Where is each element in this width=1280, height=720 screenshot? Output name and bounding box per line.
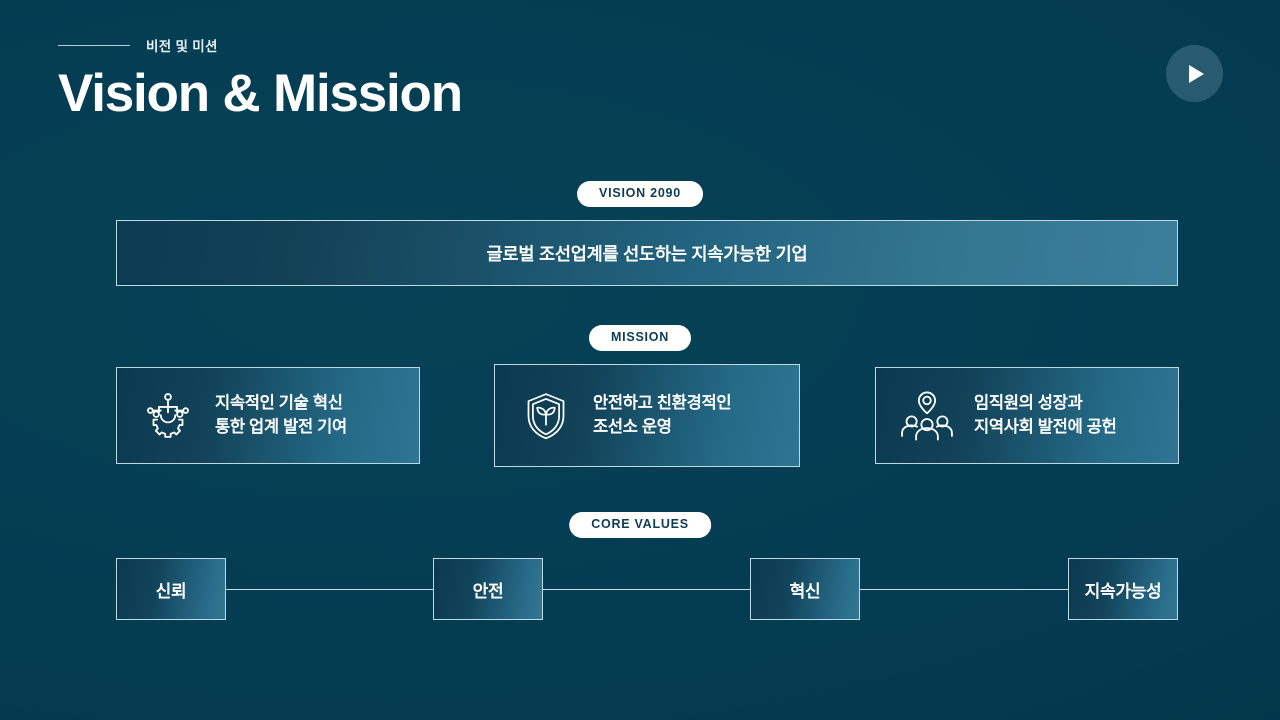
core-value-box[interactable]: 신뢰 — [116, 558, 226, 620]
core-value-box[interactable]: 혁신 — [750, 558, 860, 620]
play-button[interactable] — [1166, 45, 1223, 102]
slide-header: 비전 및 미션 Vision & Mission — [58, 36, 463, 123]
eyebrow-label: 비전 및 미션 — [146, 39, 218, 54]
mission-card[interactable]: 지속적인 기술 혁신 통한 업계 발전 기여 — [116, 367, 420, 464]
mission-card-text: 지속적인 기술 혁신 통한 업계 발전 기여 — [215, 394, 347, 436]
eyebrow-rule-divider — [58, 44, 130, 46]
eyebrow-row: 비전 및 미션 — [58, 36, 462, 54]
core-values-pill-label: CORE VALUES — [569, 512, 711, 538]
page-title: Vision & Mission — [58, 64, 463, 123]
core-values-row: 신뢰 안전 혁신 지속가능성 — [116, 558, 1178, 620]
mission-card-text: 임직원의 성장과 지역사회 발전에 공헌 — [974, 394, 1117, 436]
play-triangle-icon — [1189, 64, 1204, 83]
mission-card-text: 안전하고 친환경적인 조선소 운영 — [593, 394, 732, 436]
people-location-icon — [898, 387, 956, 445]
mission-card[interactable]: 안전하고 친환경적인 조선소 운영 — [494, 364, 800, 467]
core-value-label: 안전 — [472, 581, 504, 601]
shield-leaf-icon — [517, 387, 575, 445]
gear-circuit-icon — [139, 387, 197, 445]
core-value-label: 지속가능성 — [1084, 581, 1162, 601]
vision-pill-label: VISION 2090 — [577, 181, 703, 207]
vision-statement-banner: 글로벌 조선업계를 선도하는 지속가능한 기업 — [116, 220, 1178, 286]
core-values-connector-line — [116, 589, 1178, 590]
core-value-label: 신뢰 — [155, 581, 187, 601]
core-value-label: 혁신 — [789, 581, 821, 601]
mission-pill-label: MISSION — [588, 325, 692, 351]
mission-card[interactable]: 임직원의 성장과 지역사회 발전에 공헌 — [875, 367, 1179, 464]
vision-statement-text: 글로벌 조선업계를 선도하는 지속가능한 기업 — [486, 243, 808, 264]
core-value-box[interactable]: 지속가능성 — [1068, 558, 1178, 620]
core-value-box[interactable]: 안전 — [433, 558, 543, 620]
